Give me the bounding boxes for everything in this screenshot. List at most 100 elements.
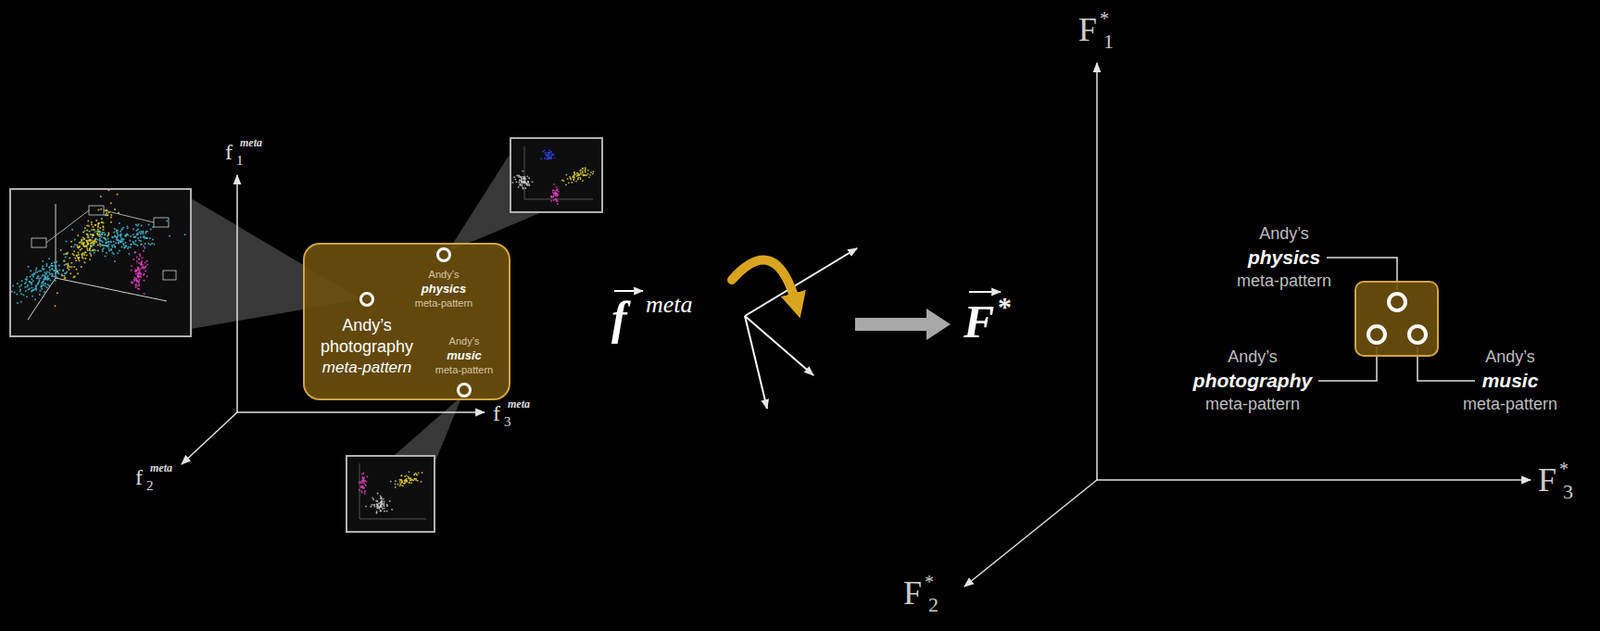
scatter-dot	[144, 266, 147, 269]
feature-axes	[964, 62, 1531, 587]
scatter-cluster	[11, 256, 68, 304]
scatter-dot	[124, 241, 126, 244]
scatter-dot	[99, 237, 101, 240]
scatter-dot	[88, 258, 91, 261]
ring	[1409, 326, 1426, 343]
scatter-dot	[87, 236, 89, 239]
scatter-dot	[92, 243, 95, 246]
pattern-ring: Andy’sphysicsmeta-pattern	[1386, 291, 1408, 313]
scatter-dot	[51, 264, 54, 267]
scatter-dot	[122, 239, 125, 242]
axis-label: 2	[146, 478, 154, 493]
pattern-label: Andy’smusicmeta-pattern	[435, 334, 493, 377]
scatter-dot	[360, 480, 363, 483]
scatter-dot	[94, 224, 97, 227]
scatter-dot	[135, 273, 138, 276]
scatter-dot	[41, 284, 44, 287]
scatter-dot	[142, 279, 145, 282]
scatter-dot	[47, 275, 50, 278]
scatter-dot	[97, 208, 100, 211]
group-box: Andy’sphysicsmeta-patternAndy’sphotograp…	[302, 242, 511, 401]
scatter-dot	[143, 273, 146, 276]
axis-label: *	[1559, 459, 1569, 479]
scatter-dot	[133, 251, 136, 254]
scatter-dot	[113, 260, 116, 263]
scatter-dot	[132, 241, 135, 244]
scatter-dot	[403, 475, 406, 478]
scatter-dot	[86, 225, 89, 227]
scatter-dot	[98, 222, 101, 225]
scatter-dot	[104, 233, 107, 236]
scatter-dot	[138, 262, 140, 265]
scatter-dot	[35, 266, 38, 269]
scatter-dot	[544, 151, 547, 154]
scatter-dot	[97, 226, 100, 228]
scatter-dot	[91, 234, 94, 237]
scatter-dot	[65, 270, 68, 273]
scatter-dot	[74, 243, 76, 246]
scatter-dot	[56, 270, 59, 273]
label-line: photography	[1193, 367, 1312, 393]
scatter-dot	[88, 239, 90, 241]
label-line: Andy’s	[320, 314, 414, 337]
scatter-dot	[137, 228, 139, 231]
scatter-dot	[402, 485, 404, 488]
scatter-dot	[84, 257, 87, 260]
scatter-dot	[94, 224, 97, 227]
scatter-dot	[401, 481, 404, 484]
scatter-dot	[377, 504, 379, 507]
scatter-dot	[45, 273, 48, 276]
scatter-dot	[137, 237, 139, 240]
scatter-dot	[47, 277, 50, 280]
ring	[1368, 326, 1386, 343]
scatter-dot	[572, 178, 575, 181]
scatter-dot	[380, 505, 383, 508]
scatter-dot	[56, 291, 59, 294]
scatter-dot	[28, 276, 31, 278]
scatter-dot	[390, 480, 392, 483]
scatter-dot	[545, 154, 548, 157]
scatter-dot	[518, 181, 521, 184]
scatter-dot	[43, 290, 46, 293]
scatter-dot	[77, 251, 80, 253]
scatter-dot	[133, 278, 136, 281]
scatter-dot	[573, 176, 576, 179]
scatter-cluster	[53, 188, 120, 307]
scatter-dot	[134, 251, 137, 253]
scatter-dot	[401, 480, 404, 483]
scatter-dot	[136, 260, 139, 263]
scatter-dot	[405, 474, 408, 477]
scatter-dot	[146, 230, 149, 233]
scatter-dot	[41, 264, 44, 267]
scatter-dot	[373, 503, 376, 506]
scatter-dot	[520, 180, 523, 183]
scatter-dot	[526, 182, 529, 185]
scatter-dot	[80, 247, 83, 250]
scatter-dot	[19, 289, 22, 291]
scatter-dot	[40, 286, 43, 289]
scatter-dot	[556, 200, 559, 202]
scatter-dot	[93, 251, 96, 254]
scatter-dot	[64, 252, 67, 255]
scatter-dot	[139, 232, 142, 235]
scatter-dot	[71, 228, 74, 231]
scatter-dot	[140, 225, 143, 227]
scatter-dot	[138, 288, 140, 290]
label-line: music	[1462, 367, 1558, 393]
scatter-dot	[383, 510, 386, 513]
scatter-dot	[80, 239, 83, 241]
scatter-dot	[543, 157, 546, 160]
scatter-dot	[25, 277, 27, 280]
scatter-dot	[117, 212, 120, 215]
scatter-dot	[383, 501, 386, 504]
scatter-dot	[379, 501, 382, 504]
scatter-dot	[379, 501, 382, 504]
scatter-dot	[20, 292, 23, 295]
scatter-dot	[42, 280, 45, 283]
scatter-dot	[541, 151, 544, 153]
scatter-dot	[109, 240, 112, 243]
scatter-dot	[516, 180, 518, 183]
scatter-dot	[16, 302, 19, 304]
scatter-dot	[50, 268, 53, 271]
scatter-dot	[41, 275, 44, 278]
